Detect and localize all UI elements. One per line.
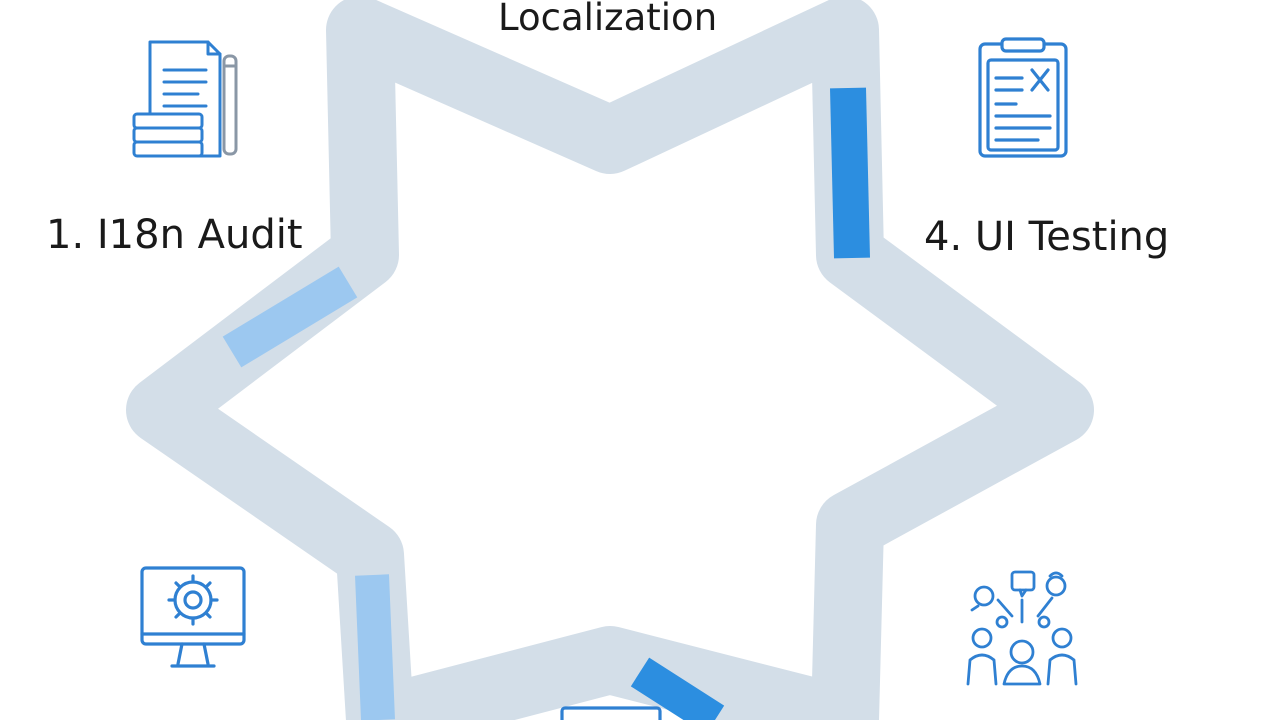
highlight-segment-right xyxy=(830,87,870,259)
cycle-track xyxy=(126,0,1094,720)
highlight-segment-lower-left xyxy=(355,574,395,720)
highlight-segment-left xyxy=(222,266,358,368)
highlight-segment-bottom xyxy=(630,657,725,720)
diagram-top-label: Localization xyxy=(498,0,718,39)
step-4-label: 4. UI Testing xyxy=(924,214,1170,260)
user-group-feedback-icon xyxy=(966,570,1078,686)
monitor-icon xyxy=(560,706,662,720)
clipboard-checklist-icon xyxy=(978,37,1068,158)
monitor-gear-icon xyxy=(140,566,246,668)
document-stack-icon xyxy=(132,40,238,158)
step-1-label: 1. I18n Audit xyxy=(46,212,303,258)
